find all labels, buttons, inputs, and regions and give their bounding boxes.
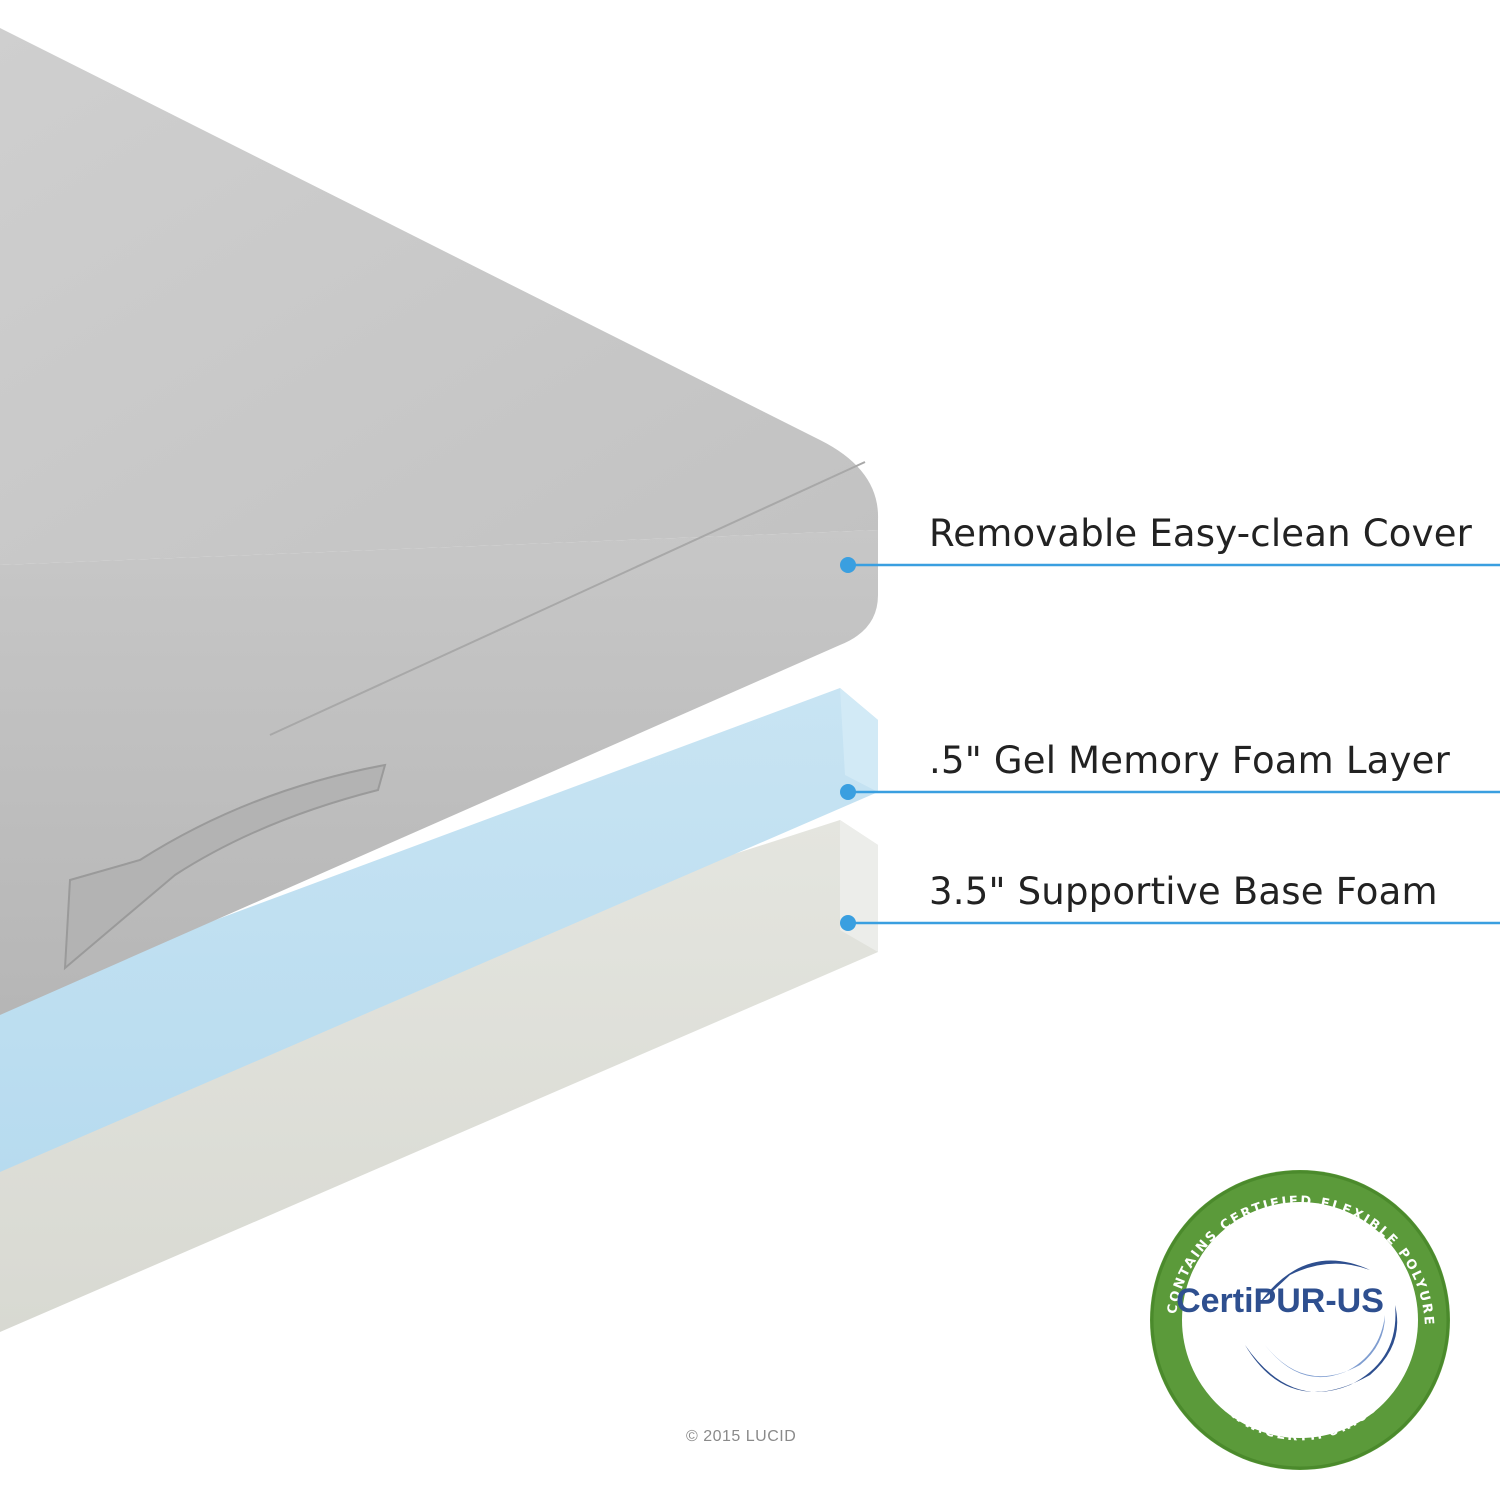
- mattress-cover: [0, 28, 879, 1015]
- label-gel-memory-foam: .5" Gel Memory Foam Layer: [929, 739, 1451, 782]
- copyright-notice: © 2015 LUCID: [686, 1428, 797, 1445]
- badge-brand: CertiPUR-US: [1176, 1282, 1384, 1320]
- handle-icon: [63, 763, 387, 971]
- certipur-swirl-icon: [1245, 1260, 1398, 1392]
- callout-gel-line: [840, 784, 1500, 800]
- callout-cover-line: [840, 557, 1500, 573]
- callout-base-line: [840, 915, 1500, 931]
- label-base-foam: 3.5" Supportive Base Foam: [929, 870, 1438, 913]
- label-removable-cover: Removable Easy-clean Cover: [929, 512, 1473, 555]
- gel-memory-foam-layer: [0, 688, 878, 1172]
